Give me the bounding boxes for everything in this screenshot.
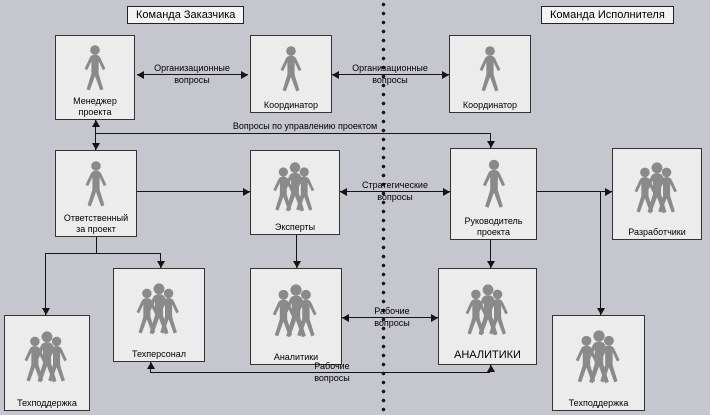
edge-label-strategic-questions: Стратегические вопросы: [362, 180, 428, 202]
arrowhead-left-icon: [332, 71, 339, 79]
arrowhead-right-icon: [605, 188, 612, 196]
edge-label-organizational-questions-left: Организационные вопросы: [154, 63, 230, 85]
arrowhead-right-icon: [243, 188, 250, 196]
arrowhead-right-icon: [241, 71, 248, 79]
connector-line: [340, 191, 450, 192]
arrowhead-down-icon: [293, 261, 301, 268]
node-responsible-for-project: Ответственный за проект: [55, 150, 137, 237]
node-label: Разработчики: [628, 226, 686, 237]
people-group-icon: [615, 152, 699, 227]
node-label: Ответственный за проект: [63, 213, 129, 234]
person-icon: [58, 39, 132, 96]
node-label: Эксперты: [274, 221, 316, 232]
edge-label-organizational-questions-right: Организационные вопросы: [352, 63, 428, 85]
node-tech-staff: Техперсонал: [113, 268, 205, 362]
arrowhead-down-icon: [487, 141, 495, 148]
node-label: Техперсонал: [131, 348, 187, 359]
people-group-icon: [116, 272, 202, 349]
arrowhead-down-icon: [487, 261, 495, 268]
node-analysts-contractor: АНАЛИТИКИ: [438, 268, 537, 365]
connector-line: [45, 253, 46, 315]
connector-line: [150, 372, 490, 373]
arrowhead-right-icon: [431, 314, 438, 322]
node-label: Менеджер проекта: [73, 96, 117, 117]
arrowhead-down-icon: [157, 261, 165, 268]
node-label: АНАЛИТИКИ: [454, 349, 521, 362]
connector-line: [537, 191, 612, 192]
node-label: Аналитики: [273, 351, 319, 362]
arrowhead-down-icon: [42, 308, 50, 315]
connector-line: [137, 74, 248, 75]
customer-team-title: Команда Заказчика: [127, 6, 245, 24]
people-group-icon: [555, 319, 642, 398]
person-icon: [453, 152, 534, 216]
arrowhead-left-icon: [137, 71, 144, 79]
connector-line: [137, 191, 250, 192]
connector-line: [95, 133, 490, 134]
connector-line: [296, 235, 297, 268]
arrowhead-right-icon: [442, 71, 449, 79]
node-project-manager: Менеджер проекта: [55, 35, 135, 120]
people-group-icon: [253, 272, 339, 352]
arrowhead-left-icon: [340, 188, 347, 196]
arrowhead-right-icon: [443, 188, 450, 196]
person-icon: [58, 154, 134, 213]
connector-line: [96, 237, 97, 253]
node-label: Техподдержка: [568, 397, 629, 408]
person-icon: [452, 39, 528, 100]
arrowhead-down-icon: [597, 308, 605, 315]
node-tech-support-customer: Техподдержка: [4, 315, 90, 411]
connector-line: [332, 74, 449, 75]
node-label: Техподдержка: [17, 397, 77, 408]
node-label: Координатор: [263, 99, 319, 110]
node-label: Координатор: [462, 99, 518, 110]
connector-line: [95, 120, 96, 150]
node-experts: Эксперты: [250, 150, 340, 235]
node-analysts-customer: Аналитики: [250, 268, 342, 365]
arrowhead-down-icon: [92, 143, 100, 150]
edge-label-management-questions: Вопросы по управлению проектом: [232, 121, 378, 131]
node-label: Руководитель проекта: [464, 216, 523, 237]
node-developers: Разработчики: [612, 148, 702, 240]
connector-line: [160, 253, 161, 268]
arrowhead-up-icon: [487, 365, 495, 372]
people-group-icon: [441, 272, 534, 349]
connector-line: [600, 191, 601, 315]
arrowhead-up-icon: [92, 120, 100, 127]
arrowhead-left-icon: [342, 314, 349, 322]
node-coordinator-customer: Координатор: [250, 35, 332, 113]
contractor-team-title: Команда Исполнителя: [541, 6, 674, 24]
connector-line: [490, 240, 491, 268]
team-separator-dotted-line: [381, 0, 386, 415]
edge-label-working-questions-mid: Рабочие вопросы: [374, 306, 410, 328]
people-group-icon: [253, 154, 337, 222]
arrowhead-up-icon: [147, 362, 155, 369]
connector-line: [45, 253, 161, 254]
people-group-icon: [7, 319, 87, 398]
node-coordinator-contractor: Координатор: [449, 35, 531, 113]
connector-line: [490, 133, 491, 148]
node-tech-support-contractor: Техподдержка: [552, 315, 645, 411]
connector-line: [342, 317, 438, 318]
edge-label-working-questions-bottom: Рабочие вопросы: [314, 361, 350, 383]
node-project-lead: Руководитель проекта: [450, 148, 537, 240]
person-icon: [253, 39, 329, 100]
